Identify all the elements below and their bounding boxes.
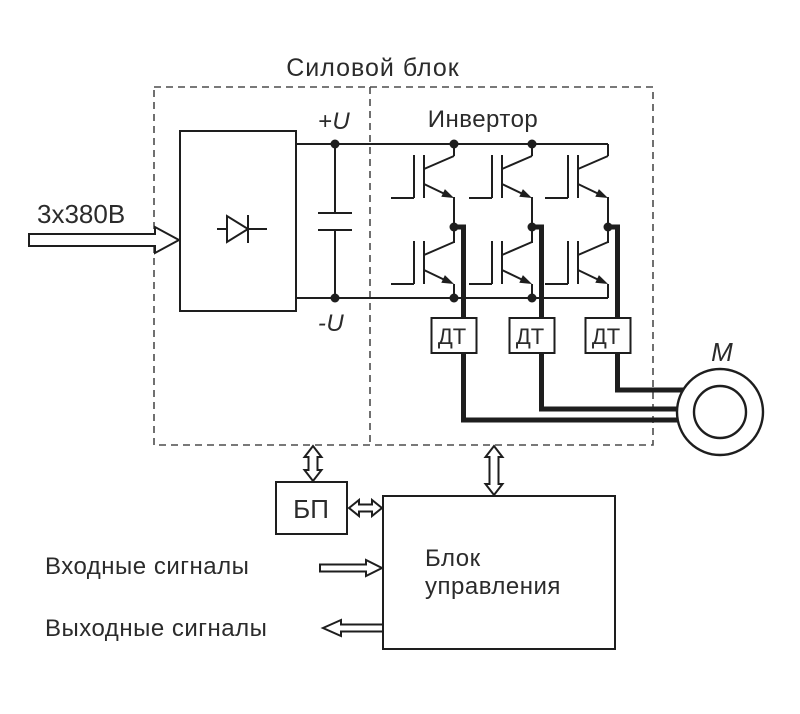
input-voltage-arrow-icon: [28, 225, 182, 255]
dt-sensor-box: [584, 317, 632, 354]
igbt-leg1-bottom-icon: [390, 240, 455, 285]
psu-label: БП: [293, 494, 329, 524]
input-voltage-label: 3х380В: [37, 199, 125, 229]
junction-dots: [330, 139, 613, 303]
control-unit-box: [382, 495, 616, 650]
control-power-link-arrow-icon: [483, 444, 505, 497]
output-signals-arrow-icon: [320, 618, 384, 638]
motor-label: M: [711, 337, 733, 367]
rectifier-box: [179, 130, 297, 312]
inverter-leg-1: [390, 144, 455, 298]
inverter-leg-2: [468, 144, 533, 298]
power-block-title: Силовой блок: [286, 54, 460, 82]
current-sensor-2: ДТ: [508, 317, 556, 354]
bus-plus-label: +U: [318, 108, 351, 135]
igbt-leg1-top-icon: [390, 154, 455, 199]
capacitor-icon: [318, 144, 352, 298]
dt-sensor-label: ДТ: [516, 324, 544, 349]
dt-sensor-box: [430, 317, 478, 354]
input-signals-arrow-icon: [319, 558, 385, 578]
igbt-leg2-top-icon: [468, 154, 533, 199]
psu-box: [275, 481, 348, 535]
current-sensor-3: ДТ: [584, 317, 632, 354]
dt-sensor-label: ДТ: [438, 324, 466, 349]
dt-sensor-label: ДТ: [592, 324, 620, 349]
psu-power-link-arrow-icon: [302, 444, 324, 483]
power-block-boundary: [153, 86, 654, 446]
motor-icon: [675, 367, 765, 457]
phase-line-3: [610, 224, 700, 393]
control-unit-label-line1: Блок: [425, 545, 481, 572]
inverter-leg-3: [544, 144, 609, 298]
igbt-leg3-bottom-icon: [544, 240, 609, 285]
bus-minus-label: -U: [318, 310, 344, 337]
control-unit-label-line2: управления: [425, 573, 561, 600]
inverter-title: Инвертор: [428, 106, 539, 133]
psu-control-link-arrow-icon: [347, 497, 384, 519]
input-signals-label: Входные сигналы: [45, 553, 249, 580]
dt-sensor-box: [508, 317, 556, 354]
igbt-leg2-bottom-icon: [468, 240, 533, 285]
diode-icon: [217, 214, 267, 244]
igbt-leg3-top-icon: [544, 154, 609, 199]
output-signals-label: Выходные сигналы: [45, 615, 267, 642]
current-sensor-1: ДТ: [430, 317, 478, 354]
